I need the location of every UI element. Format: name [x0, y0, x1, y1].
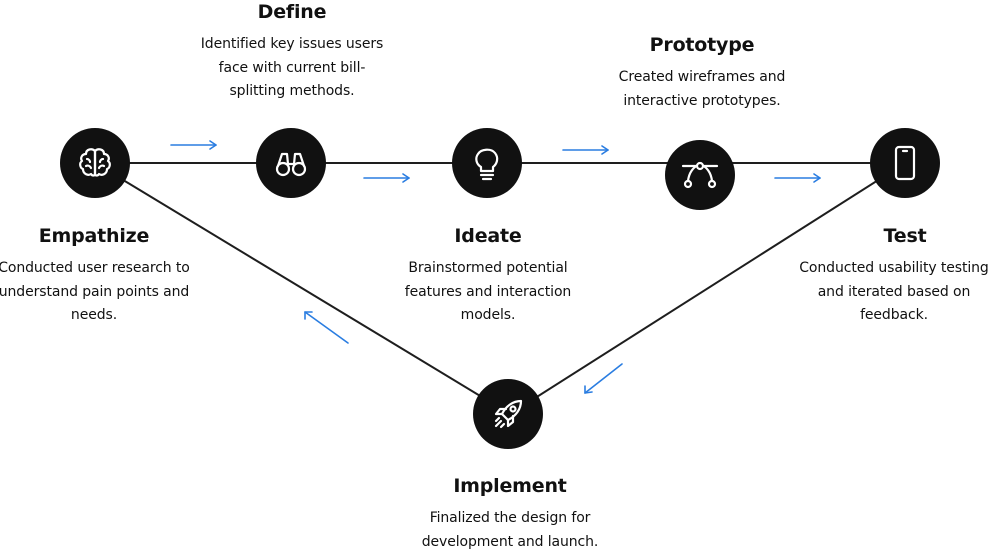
- step-desc-ideate-line: Brainstormed potential: [408, 260, 568, 276]
- flow-arrow-prototype-test: [774, 173, 821, 183]
- step-title-prototype: Prototype: [649, 34, 755, 56]
- step-desc-prototype-line: interactive prototypes.: [623, 92, 781, 109]
- step-title-test: Test: [883, 225, 927, 247]
- step-desc-test-line: Conducted usability testing: [799, 260, 989, 276]
- flow-arrow-define-ideate: [363, 173, 410, 183]
- binoculars-icon: [275, 152, 307, 177]
- connector-line-right: [509, 162, 906, 415]
- step-desc-prototype-line: Created wireframes and: [618, 69, 786, 85]
- step-title-ideate: Ideate: [454, 225, 522, 247]
- node-test: [870, 128, 940, 198]
- step-desc-empathize-line: Conducted user research to: [0, 260, 190, 276]
- step-desc-define-line: splitting methods.: [229, 83, 355, 99]
- step-desc-test-line: and iterated based on: [817, 283, 971, 300]
- node-prototype: [665, 140, 735, 210]
- step-desc-ideate-line: models.: [460, 307, 516, 323]
- flow-arrow-test-implement: [584, 363, 623, 394]
- flow-arrow-empathize-define: [170, 140, 217, 150]
- step-desc-prototype: Created wireframes and interactive proto…: [597, 66, 807, 113]
- lightbulb-icon: [475, 148, 499, 181]
- node-implement: [473, 379, 543, 449]
- step-desc-empathize-line: needs.: [70, 307, 118, 323]
- bezier-pen-icon: [681, 161, 719, 189]
- step-desc-define-line: Identified key issues users: [200, 36, 384, 52]
- step-desc-define: Identified key issues users face with cu…: [187, 33, 397, 104]
- step-desc-implement: Finalized the design for development and…: [405, 507, 615, 554]
- flow-arrow-implement-empathize: [304, 311, 349, 344]
- step-title-define: Define: [257, 1, 327, 23]
- step-desc-empathize-line: understand pain points and: [0, 283, 190, 300]
- step-desc-empathize: Conducted user research to understand pa…: [0, 257, 199, 328]
- flow-arrow-ideate-prototype: [562, 145, 609, 155]
- node-ideate: [452, 128, 522, 198]
- step-desc-ideate: Brainstormed potential features and inte…: [383, 257, 593, 328]
- step-desc-test-line: feedback.: [860, 307, 928, 323]
- step-title-empathize: Empathize: [38, 225, 150, 247]
- connector-line-left: [94, 162, 511, 415]
- step-desc-implement-line: development and launch.: [421, 533, 599, 550]
- node-define: [256, 128, 326, 198]
- step-desc-test: Conducted usability testing and iterated…: [789, 257, 999, 328]
- brain-icon: [79, 148, 111, 177]
- node-empathize: [60, 128, 130, 198]
- smartphone-icon: [894, 145, 916, 181]
- rocket-icon: [494, 399, 523, 429]
- step-desc-implement-line: Finalized the design for: [429, 510, 591, 526]
- step-desc-define-line: face with current bill-: [218, 59, 366, 76]
- step-desc-ideate-line: features and interaction: [404, 283, 572, 300]
- step-title-implement: Implement: [453, 475, 567, 497]
